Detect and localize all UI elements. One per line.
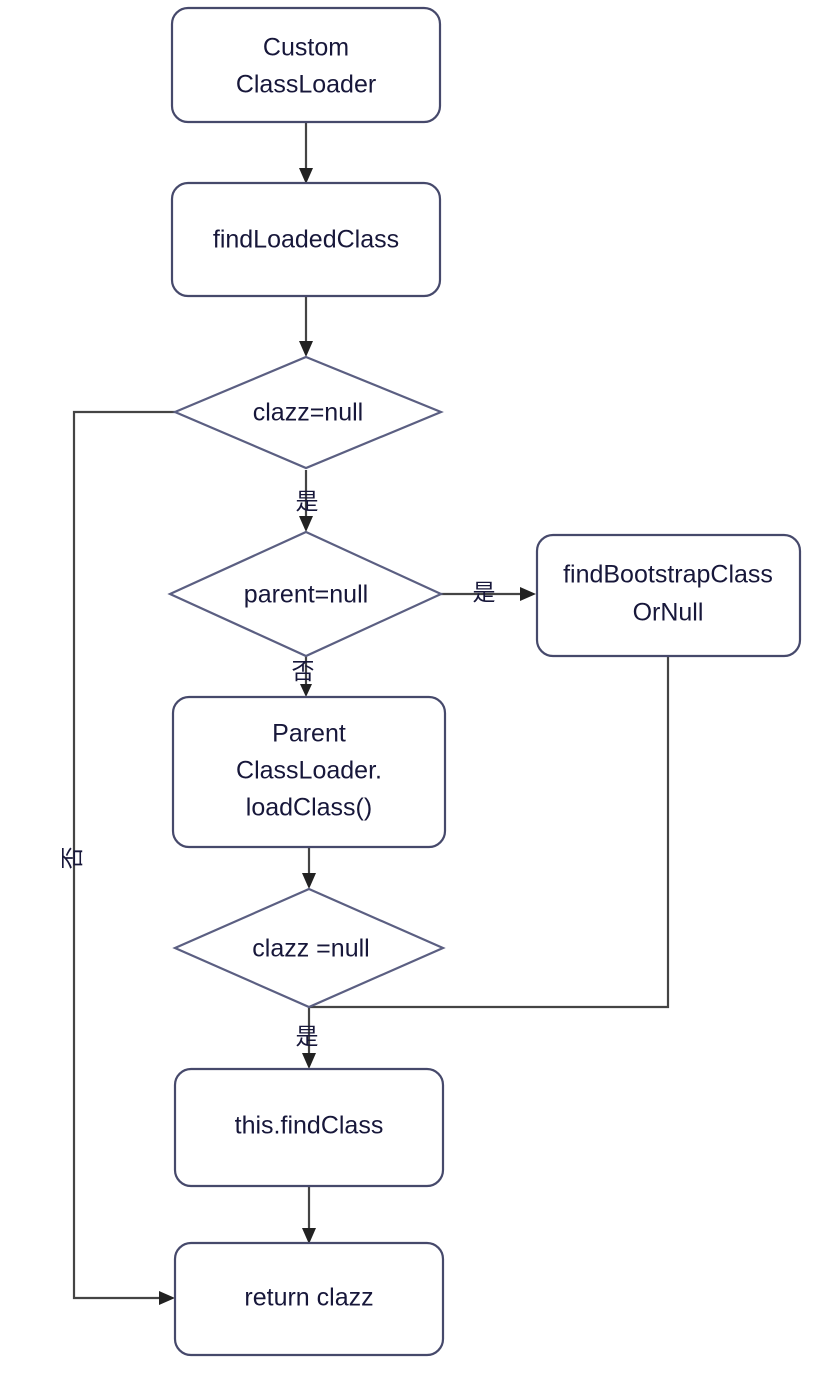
node-find-loaded-class[interactable]: findLoadedClass: [170, 181, 442, 298]
node-label-line: clazz =null: [252, 935, 369, 963]
node-clazz-null-decision-1[interactable]: clazz=null: [172, 355, 444, 470]
arrow-head-icon: [302, 1228, 316, 1244]
edge-parentnull-no-to-parentload: [300, 656, 312, 697]
edge-label-parentnull-yes: 是: [473, 579, 496, 605]
arrow-head-icon: [302, 873, 316, 889]
node-shape-rounded-rect[interactable]: [171, 695, 447, 849]
edge-label-clazz2-yes: 是: [296, 1023, 319, 1049]
arrow-head-icon: [300, 684, 312, 697]
arrow-head-icon: [299, 341, 313, 357]
node-shape-diamond[interactable]: [172, 355, 444, 470]
edge-label-clazz1-yes: 是: [296, 488, 319, 514]
node-shape-rounded-rect[interactable]: [535, 533, 802, 658]
edge-parentload-to-clazz2: [302, 847, 316, 889]
node-label-line: ClassLoader.: [236, 757, 382, 785]
arrow-head-icon: [520, 587, 536, 601]
edge-findclass-to-return: [302, 1186, 316, 1244]
edge-bootstrap-to-clazz2: [309, 656, 670, 1009]
arrow-head-icon: [159, 1291, 175, 1305]
node-this-find-class[interactable]: this.findClass: [173, 1067, 445, 1188]
edge-parentnull-yes-to-bootstrap: [441, 587, 536, 601]
node-label-line: ClassLoader: [236, 71, 376, 99]
node-label-line: clazz=null: [253, 399, 363, 427]
node-find-bootstrap-class-or-null[interactable]: findBootstrapClass OrNull: [535, 533, 802, 658]
arrow-head-icon: [302, 1053, 316, 1069]
node-shape-rounded-rect[interactable]: [173, 1241, 445, 1357]
node-shape-diamond[interactable]: [172, 887, 446, 1009]
node-custom-classloader[interactable]: Custom ClassLoader: [170, 6, 442, 124]
edge-label-parentnull-no: 否: [292, 658, 315, 684]
node-label-line: OrNull: [633, 599, 704, 627]
node-parent-null-decision[interactable]: parent=null: [167, 530, 444, 658]
edge-custom-to-findloaded: [299, 122, 313, 184]
node-label-line: this.findClass: [235, 1112, 384, 1140]
node-clazz-null-decision-2[interactable]: clazz =null: [172, 887, 446, 1009]
node-label-line: findBootstrapClass: [563, 561, 773, 589]
edge-label-clazz1-no: 否: [59, 847, 85, 870]
node-shape-rounded-rect[interactable]: [170, 181, 442, 298]
node-shape-diamond[interactable]: [167, 530, 444, 658]
node-label-line: return clazz: [244, 1284, 373, 1312]
edge-findloaded-to-clazz1: [299, 296, 313, 357]
node-label-line: parent=null: [244, 581, 368, 609]
node-label-line: loadClass(): [246, 794, 372, 822]
node-label-line: Custom: [263, 34, 349, 62]
node-label-line: findLoadedClass: [213, 226, 399, 254]
arrow-head-icon: [299, 168, 313, 184]
node-shape-rounded-rect[interactable]: [170, 6, 442, 124]
edge-clazz1-no-to-return: [72, 410, 175, 1305]
node-label-line: Parent: [272, 720, 346, 748]
node-parent-classloader-loadclass[interactable]: Parent ClassLoader. loadClass(): [171, 695, 447, 849]
node-shape-rounded-rect[interactable]: [173, 1067, 445, 1188]
edge-clazz2-yes-to-findclass: [302, 1007, 316, 1069]
edge-clazz1-yes-to-parentnull: [299, 470, 313, 532]
node-return-clazz[interactable]: return clazz: [173, 1241, 445, 1357]
arrow-head-icon: [299, 516, 313, 532]
